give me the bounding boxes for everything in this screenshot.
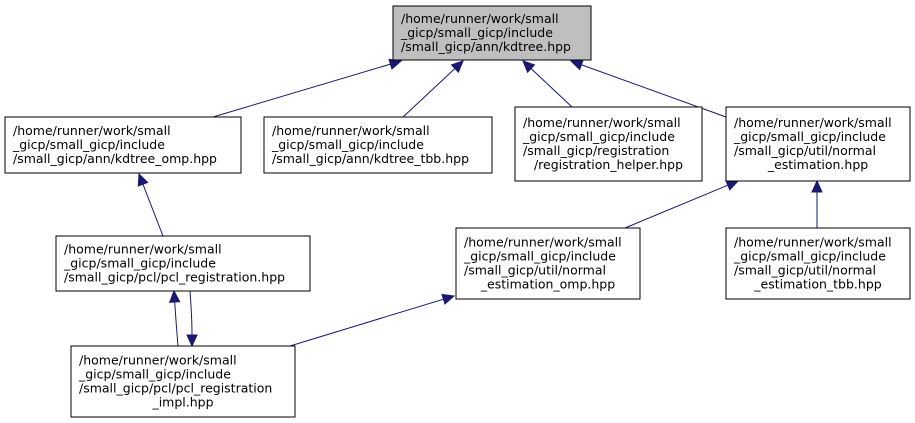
node-label-line: _gicp/small_gicp/include (12, 137, 165, 152)
node-label-line: _gicp/small_gicp/include (733, 249, 886, 264)
node-box (514, 106, 703, 182)
node-label-line: /registration_helper.hpp (534, 157, 683, 172)
node-label-line: /small_gicp/util/normal (464, 263, 606, 278)
node-label-line: /home/runner/work/small (64, 242, 222, 257)
node-box (455, 227, 641, 300)
edge-line (189, 290, 193, 336)
node-kdtree-tbb[interactable]: /home/runner/work/small_gicp/small_gicp/… (263, 116, 493, 174)
node-label-line: /home/runner/work/small (79, 353, 237, 368)
node-pcl-registration-impl[interactable]: /home/runner/work/small_gicp/small_gicp/… (70, 345, 296, 418)
edge-line (142, 184, 164, 237)
node-registration-helper[interactable]: /home/runner/work/small_gicp/small_gicp/… (514, 106, 703, 182)
node-label-line: /home/runner/work/small (734, 235, 892, 250)
node-label-line: _gicp/small_gicp/include (733, 129, 886, 144)
node-label-line: /home/runner/work/small (272, 123, 430, 138)
edge-line (530, 68, 573, 108)
edge-arrowhead (441, 293, 456, 305)
edge-line (624, 184, 729, 229)
node-box (392, 5, 592, 61)
node-label-line: /small_gicp/ann/kdtree_omp.hpp (13, 151, 217, 166)
node-label-line: _gicp/small_gicp/include (522, 129, 675, 144)
edge-line (289, 298, 444, 347)
node-label-line: /small_gicp/registration (523, 143, 669, 158)
edge-normal_estimation_omp-to-normal_estimation (624, 180, 740, 229)
edge-arrowhead (137, 172, 149, 187)
node-normal-estimation-tbb[interactable]: /home/runner/work/small_gicp/small_gicp/… (725, 227, 911, 300)
edge-arrowhead (186, 334, 198, 348)
edge-pcl_registration-to-kdtree_omp (137, 172, 164, 237)
node-label-line: /small_gicp/pcl/pcl_registration (79, 381, 272, 396)
edge-pcl_registration_impl-to-pcl_registration (168, 289, 181, 347)
node-label-line: /small_gicp/ann/kdtree_tbb.hpp (272, 151, 469, 166)
node-label-line: /home/runner/work/small (401, 11, 559, 26)
edge-line (212, 63, 391, 118)
node-label-line: /small_gicp/ann/kdtree.hpp (401, 39, 571, 54)
edge-arrowhead (569, 59, 584, 71)
edge-arrowhead (522, 60, 536, 74)
node-label-line: _estimation_omp.hpp (480, 277, 615, 292)
nodes-layer: /home/runner/work/small_gicp/small_gicp/… (4, 5, 911, 418)
node-label-line: _gicp/small_gicp/include (78, 367, 231, 382)
node-kdtree-omp[interactable]: /home/runner/work/small_gicp/small_gicp/… (4, 116, 242, 174)
edge-registration_helper-to-kdtree (522, 60, 573, 108)
node-label-line: /small_gicp/util/normal (734, 263, 876, 278)
edge-normal_estimation_tbb-to-normal_estimation (811, 179, 823, 228)
node-kdtree[interactable]: /home/runner/work/small_gicp/small_gicp/… (392, 5, 592, 61)
edge-arrowhead (450, 60, 464, 74)
node-label-line: _impl.hpp (151, 395, 213, 410)
node-box (4, 116, 242, 174)
node-normal-estimation-omp[interactable]: /home/runner/work/small_gicp/small_gicp/… (455, 227, 641, 300)
node-normal-estimation[interactable]: /home/runner/work/small_gicp/small_gicp/… (725, 106, 911, 182)
node-box (263, 116, 493, 174)
edge-kdtree_tbb-to-kdtree (402, 60, 464, 118)
node-label-line: _estimation_tbb.hpp (753, 277, 881, 292)
node-label-line: /home/runner/work/small (13, 123, 171, 138)
node-label-line: /small_gicp/util/normal (734, 143, 876, 158)
edge-pcl_registration_impl-to-normal_estimation_omp (289, 293, 456, 347)
node-label-line: /home/runner/work/small (734, 115, 892, 130)
node-box (725, 227, 911, 300)
node-box (55, 235, 311, 292)
edge-kdtree_omp-to-kdtree (212, 58, 403, 118)
node-label-line: _estimation.hpp (767, 157, 868, 172)
node-box (725, 106, 911, 182)
node-box (70, 345, 296, 418)
edge-pcl_registration-to-pcl_registration_impl (186, 290, 198, 348)
node-label-line: _gicp/small_gicp/include (271, 137, 424, 152)
node-label-line: /small_gicp/pcl/pcl_registration.hpp (64, 270, 285, 285)
edge-arrowhead (811, 179, 823, 193)
node-label-line: _gicp/small_gicp/include (400, 25, 553, 40)
edge-arrowhead (388, 58, 403, 70)
edge-line (402, 68, 456, 118)
node-label-line: /home/runner/work/small (523, 115, 681, 130)
edge-arrowhead (168, 289, 181, 303)
edge-arrowhead (725, 180, 740, 191)
node-label-line: /home/runner/work/small (464, 235, 622, 250)
edge-line (174, 301, 179, 347)
node-label-line: _gicp/small_gicp/include (463, 249, 616, 264)
node-pcl-registration[interactable]: /home/runner/work/small_gicp/small_gicp/… (55, 235, 311, 292)
node-label-line: _gicp/small_gicp/include (63, 256, 216, 271)
edges-layer (137, 58, 823, 348)
